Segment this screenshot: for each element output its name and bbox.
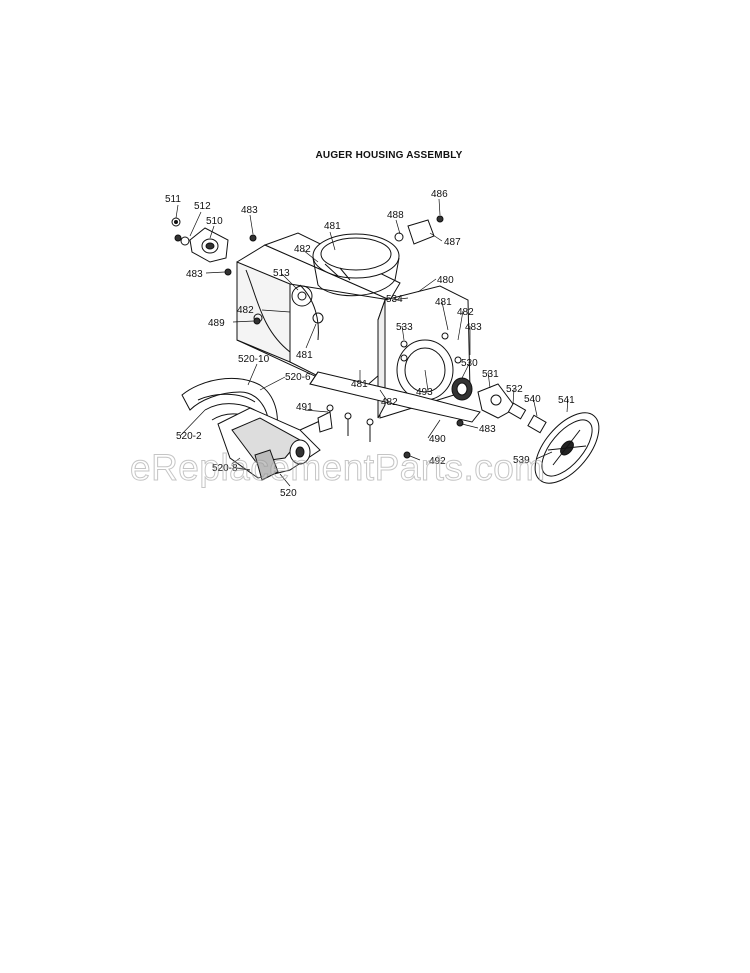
watermark: eReplacementParts.com: [130, 447, 546, 489]
callout-513: 513: [273, 268, 290, 279]
callout-487: 487: [444, 237, 461, 248]
callout-482: 482: [237, 305, 254, 316]
callout-539: 539: [513, 455, 530, 466]
callout-520-6: 520-6: [285, 372, 311, 383]
bearing: [451, 377, 473, 401]
callout-531: 531: [482, 369, 499, 380]
callout-488: 488: [387, 210, 404, 221]
left-bearing-flange: [189, 227, 229, 263]
callout-534: 534: [386, 294, 403, 305]
callout-520-2: 520-2: [176, 431, 202, 442]
callout-512: 512: [194, 201, 211, 212]
callout-labels: 511 512 510 483 483 481 482 488 486 487 …: [165, 189, 575, 499]
callout-483: 483: [465, 322, 482, 333]
callout-492: 492: [429, 456, 446, 467]
callout-520-10: 520-10: [238, 354, 270, 365]
callout-481: 481: [435, 297, 452, 308]
callout-493: 493: [416, 387, 433, 398]
callout-486: 486: [431, 189, 448, 200]
carriage-bolts: [326, 404, 374, 442]
callout-481: 481: [324, 221, 341, 232]
callout-482: 482: [381, 397, 398, 408]
skid-wheel: [534, 412, 600, 484]
auger-assembly: [181, 378, 333, 481]
flange-plate: [477, 383, 517, 419]
callout-483: 483: [186, 269, 203, 280]
chute-bracket: [407, 219, 435, 245]
callout-532: 532: [506, 384, 523, 395]
callout-483: 483: [241, 205, 258, 216]
diagram-title: AUGER HOUSING ASSEMBLY: [315, 150, 463, 161]
chute-collar: [312, 233, 400, 297]
callout-483: 483: [479, 424, 496, 435]
callout-491: 491: [296, 402, 313, 413]
scraper-bar: [309, 371, 481, 423]
callout-530: 530: [461, 358, 478, 369]
callout-533: 533: [396, 322, 413, 333]
callout-490: 490: [429, 434, 446, 445]
callout-480: 480: [437, 275, 454, 286]
callout-520-8: 520-8: [212, 463, 238, 474]
leader-lines: [175, 198, 569, 487]
callout-489: 489: [208, 318, 225, 329]
callout-510: 510: [206, 216, 223, 227]
callout-520: 520: [280, 488, 297, 499]
callout-481: 481: [351, 379, 368, 390]
callout-481: 481: [296, 350, 313, 361]
callout-482: 482: [294, 244, 311, 255]
callout-511: 511: [165, 194, 181, 205]
callout-540: 540: [524, 394, 541, 405]
callout-541: 541: [558, 395, 575, 406]
callout-482: 482: [457, 307, 474, 318]
